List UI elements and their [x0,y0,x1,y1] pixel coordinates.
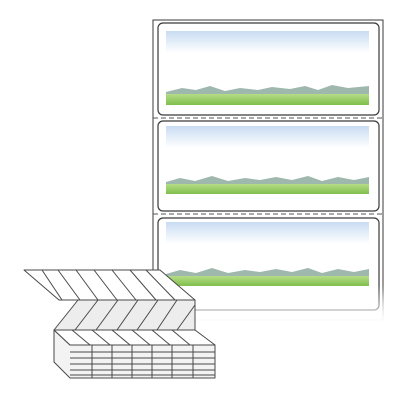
label-2 [157,120,380,212]
landscape-art-1 [166,31,369,105]
stack-sheets [53,329,216,379]
stack-top-face [53,329,216,346]
label-1 [157,22,380,116]
label-3 [150,217,390,325]
upper-fold [23,269,196,301]
fold-panel [53,299,196,331]
landscape-art-3 [166,222,369,286]
landscape-art-2 [166,126,369,194]
fanfold-stack [23,269,216,379]
